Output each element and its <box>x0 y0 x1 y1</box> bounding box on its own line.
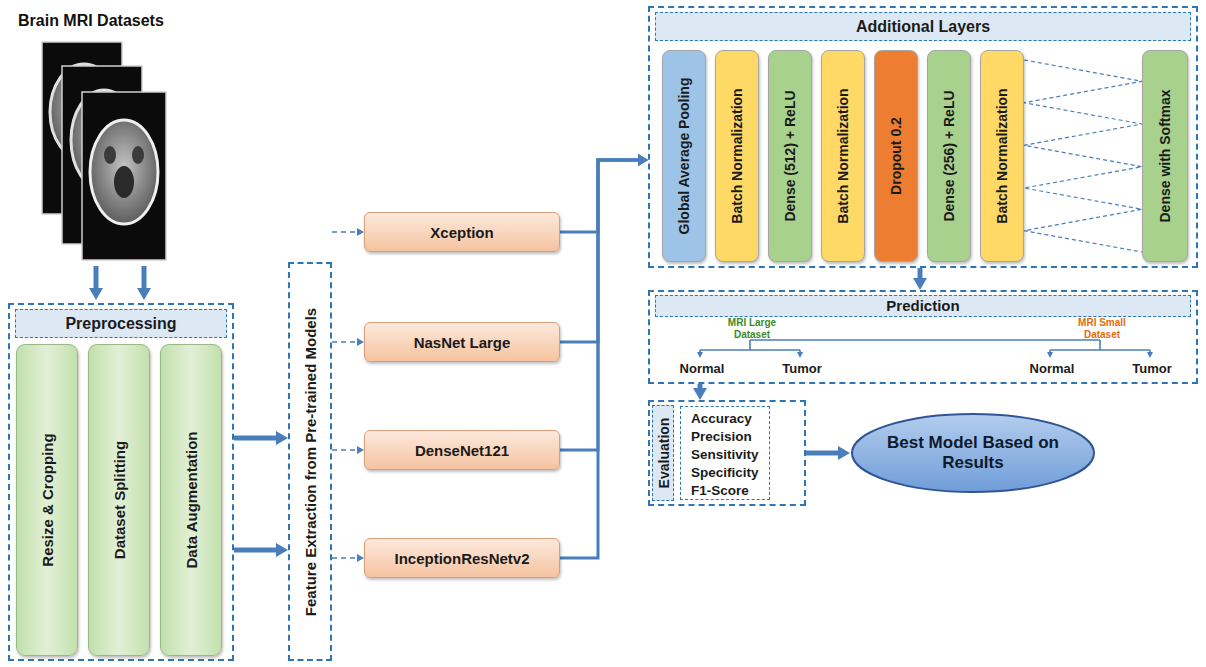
tree-line <box>700 349 1150 351</box>
tree-arrow <box>699 350 701 352</box>
pretrained-model: DenseNet121 <box>364 430 560 470</box>
layer-box: Batch Normalization <box>980 50 1024 262</box>
node-text: Dropout 0.2 <box>888 117 904 195</box>
node-text: Best Model Based on Results <box>886 433 1060 473</box>
brain-detail <box>132 146 144 164</box>
node-text: Batch Normalization <box>994 88 1010 223</box>
connector <box>698 384 703 388</box>
mri-slice <box>82 92 166 260</box>
tree-line <box>750 339 1100 341</box>
node-text: Dense (512) + ReLU <box>782 90 798 221</box>
node-text: Batch Normalization <box>835 88 851 223</box>
prediction-label: Tumor <box>1120 361 1184 376</box>
prediction-tree <box>700 340 1150 352</box>
prediction-label: MRI Large Dataset <box>717 317 787 341</box>
layer-box: Dense (512) + ReLU <box>768 50 812 262</box>
node-text: Data Augmentation <box>183 432 200 569</box>
preprocessing-step: Data Augmentation <box>160 344 222 656</box>
connector <box>918 268 923 278</box>
pretrained-model: InceptionResNetv2 <box>364 538 560 578</box>
preprocessing-panel: PreprocessingResize & Cropping Dataset Sp… <box>8 303 234 661</box>
node-text: Resize & Cropping <box>39 433 56 566</box>
pretrained-model: NasNet Large <box>364 322 560 362</box>
feature-extraction-box: Feature Extraction from Pre-trained Mode… <box>288 262 332 661</box>
connector <box>1024 60 1142 252</box>
connector <box>332 557 357 559</box>
mri-slices <box>42 42 166 260</box>
preprocessing-step: Resize & Cropping <box>16 344 78 656</box>
node-text: Dense with Softmax <box>1157 89 1173 222</box>
panel-heading: Preprocessing <box>15 309 227 338</box>
connector <box>234 436 276 441</box>
connector <box>332 341 357 343</box>
prediction-label: Normal <box>670 361 734 376</box>
tree-line <box>750 340 1100 350</box>
pretrained-model: Xception <box>364 212 560 252</box>
layer-box: Dense (256) + ReLU <box>927 50 971 262</box>
panel-heading: Additional Layers <box>655 12 1191 41</box>
brain-shape <box>90 120 158 224</box>
connector <box>332 231 357 233</box>
prediction-label: Normal <box>1020 361 1084 376</box>
flow-arrow <box>94 266 99 288</box>
node-text: DenseNet121 <box>415 442 509 459</box>
prediction-label: Tumor <box>770 361 834 376</box>
layer-box: Dense with Softmax <box>1142 50 1188 262</box>
ellipse-shape <box>852 414 1094 492</box>
evaluation-panel: Evaluation Accuracy Precision Sensitivity… <box>648 400 806 506</box>
connector <box>332 449 357 451</box>
panel-heading: Prediction <box>655 295 1191 317</box>
prediction-label: MRI Small Dataset <box>1067 317 1137 341</box>
node-text: Xception <box>430 224 493 241</box>
brain-detail <box>114 166 134 198</box>
layers-panel: Additional LayersGlobal Average Pooling B… <box>648 6 1198 268</box>
layer-box: Global Average Pooling <box>662 50 706 262</box>
prediction-panel: PredictionMRI Large DatasetNormal Tumor MR… <box>648 290 1198 384</box>
tree-arrow <box>799 350 801 352</box>
brain-detail <box>104 146 116 164</box>
node-text: InceptionResNetv2 <box>394 550 529 567</box>
tree-arrow <box>1049 350 1051 352</box>
dataset-label: Brain MRI Datasets <box>18 12 164 30</box>
node-text: Global Average Pooling <box>676 78 692 235</box>
connector <box>806 451 838 456</box>
node-text: Dataset Splitting <box>111 441 128 559</box>
node-text: NasNet Large <box>414 334 511 351</box>
panel-heading: Evaluation <box>652 405 674 501</box>
layer-box: Dropout 0.2 <box>874 50 918 262</box>
connector <box>560 160 638 558</box>
connector <box>234 548 276 553</box>
tree-arrow <box>1149 350 1151 352</box>
node-text: Feature Extraction from Pre-trained Mode… <box>302 307 319 615</box>
layer-box: Batch Normalization <box>715 50 759 262</box>
metric-list: Accuracy Precision Sensitivity Specifici… <box>680 406 770 500</box>
preprocessing-step: Dataset Splitting <box>88 344 150 656</box>
layer-box: Batch Normalization <box>821 50 865 262</box>
result-ellipse: Best Model Based on Results <box>850 412 1096 494</box>
node-text: Batch Normalization <box>729 88 745 223</box>
flow-arrow <box>142 266 147 288</box>
node-text: Dense (256) + ReLU <box>941 90 957 221</box>
